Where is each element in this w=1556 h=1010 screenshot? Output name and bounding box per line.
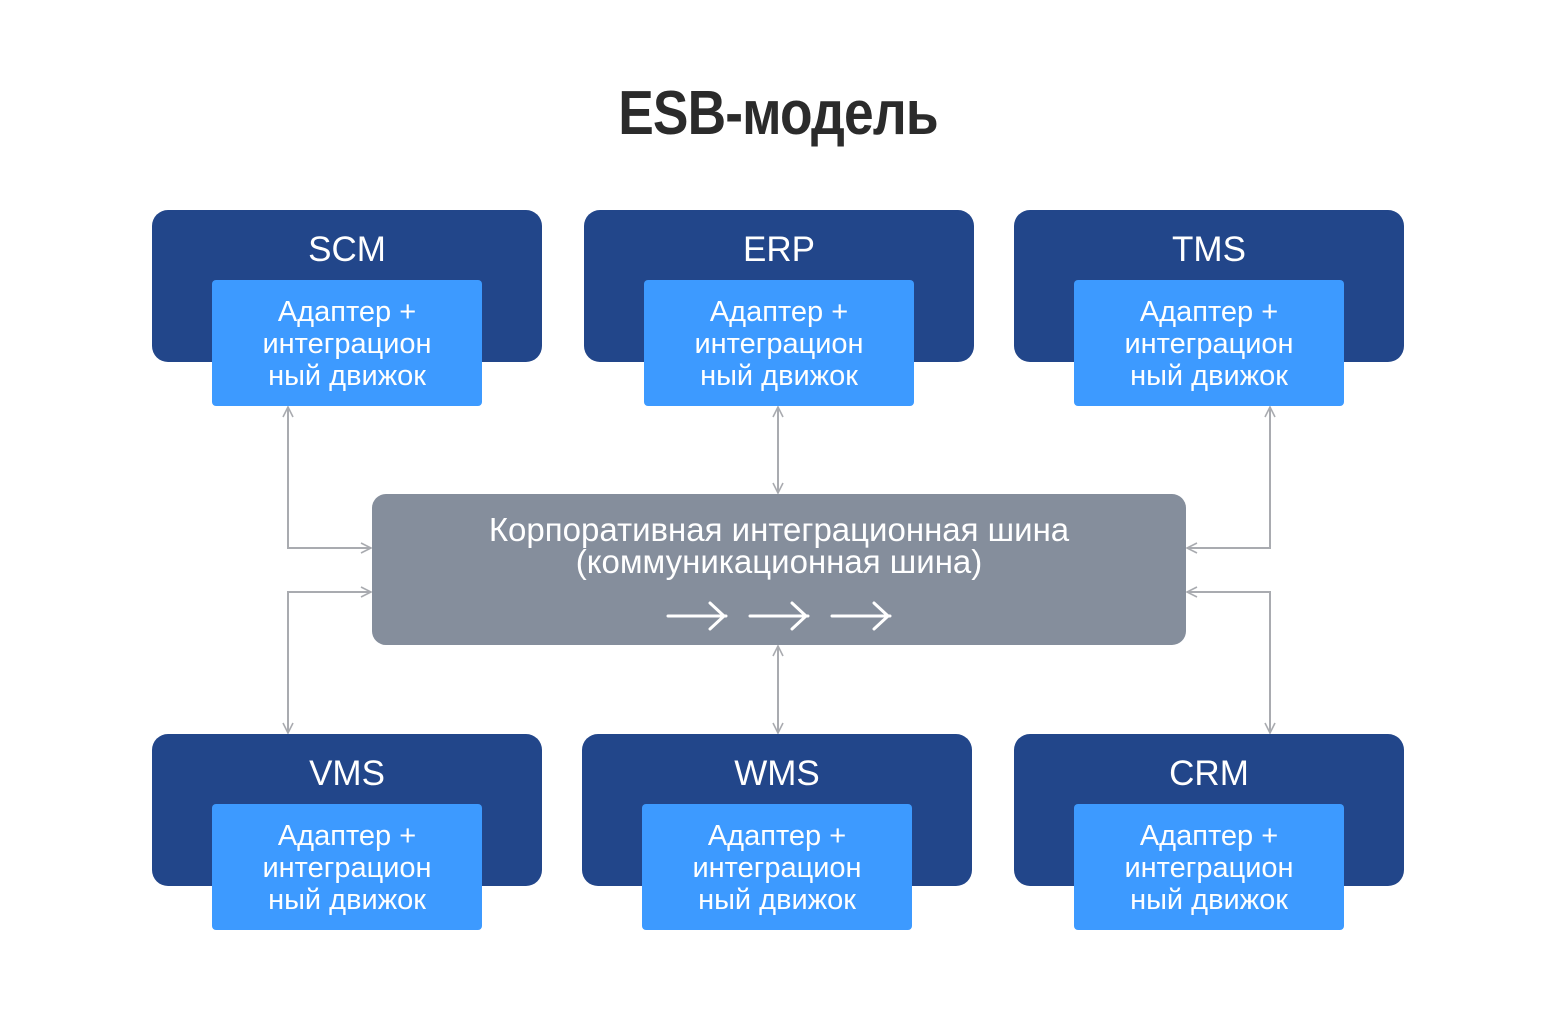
connector-tms xyxy=(1187,407,1270,548)
connector-crm xyxy=(1187,592,1270,733)
bus-label: Корпоративная интеграционная шина (комму… xyxy=(372,511,1186,580)
system-name: ERP xyxy=(743,230,815,269)
adapter-label-line: интеграцион xyxy=(692,852,862,884)
adapter-label-line: интеграцион xyxy=(1124,852,1294,884)
connector-scm xyxy=(288,407,371,548)
adapter-label-line: Адаптер + xyxy=(1139,820,1279,852)
system-name: CRM xyxy=(1169,754,1249,793)
arrow-right-icon xyxy=(748,601,810,631)
system-name: VMS xyxy=(309,754,385,793)
arrow-right-icon xyxy=(830,601,892,631)
adapter-label-line: ный движок xyxy=(1130,884,1288,916)
diagram-title: ESB-модель xyxy=(618,79,938,148)
adapter-label-line: интеграцион xyxy=(694,328,864,360)
adapter-label-line: ный движок xyxy=(700,360,858,392)
system-name: WMS xyxy=(734,754,820,793)
adapter-label-line: Адаптер + xyxy=(277,820,417,852)
adapter-label-line: интеграцион xyxy=(262,328,432,360)
bus-label-line1: Корпоративная интеграционная шина xyxy=(488,511,1070,548)
enterprise-service-bus: Корпоративная интеграционная шина (комму… xyxy=(372,494,1186,645)
connector-vms xyxy=(288,592,371,733)
system-name: SCM xyxy=(308,230,386,269)
adapter-label-line: Адаптер + xyxy=(709,296,849,328)
bus-label-line2: (коммуникационная шина) xyxy=(575,543,983,580)
flow-arrows xyxy=(666,601,892,631)
adapter-label-line: Адаптер + xyxy=(277,296,417,328)
adapter-label-line: ный движок xyxy=(698,884,856,916)
adapter-label-line: ный движок xyxy=(1130,360,1288,392)
adapter-label-line: интеграцион xyxy=(1124,328,1294,360)
adapter-label-line: ный движок xyxy=(268,360,426,392)
adapter-label-line: Адаптер + xyxy=(707,820,847,852)
system-name: TMS xyxy=(1172,230,1246,269)
adapter-label-line: интеграцион xyxy=(262,852,432,884)
arrow-right-icon xyxy=(666,601,728,631)
adapter-label-line: Адаптер + xyxy=(1139,296,1279,328)
adapter-label-line: ный движок xyxy=(268,884,426,916)
